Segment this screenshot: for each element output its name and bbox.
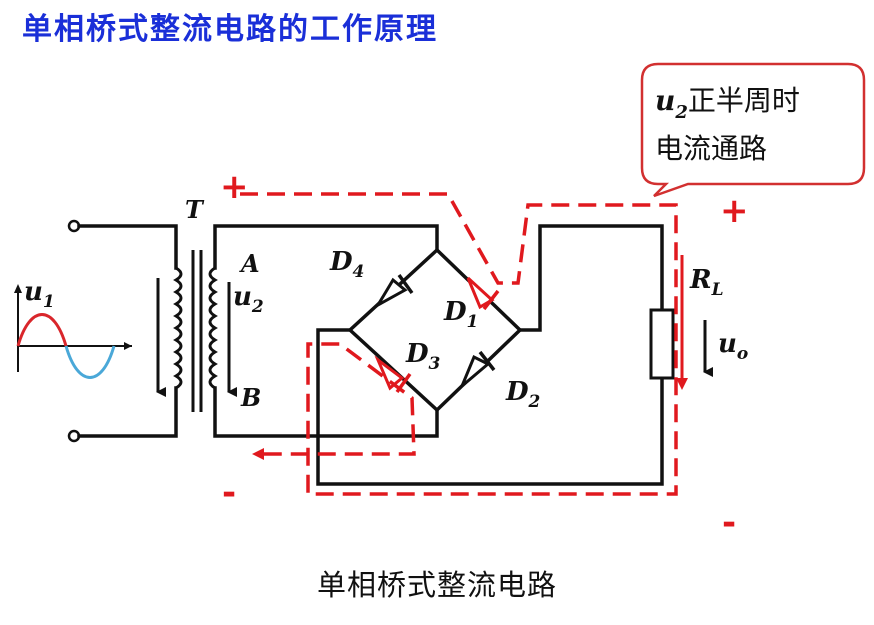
current-path-dashed [240,192,678,496]
secondary-coil [208,266,218,390]
diode-d4 [373,273,414,310]
svg-text:RL: RL [689,265,724,300]
u2-label: u [233,282,252,312]
d3-sub: 3 [429,354,441,374]
diagram-caption: 单相桥式整流电路 [316,568,557,602]
callout-var: u [655,84,675,117]
primary-coil [173,266,183,390]
d3-label: D [405,339,429,369]
secondary-wiring [213,224,439,438]
svg-text:D2: D2 [505,377,541,412]
callout-line2: 电流通路 [655,132,767,165]
svg-text:u1: u1 [24,277,55,312]
callout-var-sub: 2 [674,102,688,123]
polarity-bottom-left: - [222,473,236,513]
u2-sub: 2 [251,297,264,317]
current-path [240,192,688,496]
rl-label: R [689,265,712,295]
d2-sub: 2 [528,392,541,412]
polarity-top-left: + [220,167,249,207]
rl-sub: L [711,280,724,300]
d2-label: D [505,377,529,407]
uo-sub: o [737,344,748,364]
uo-label: u [718,329,737,359]
d1-sub: 1 [467,312,479,332]
wire-a-to-top-node [213,224,439,270]
svg-text:u2: u2 [233,282,264,317]
output-wiring [316,224,713,486]
sine-wave-plot [14,284,132,379]
diode-d2 [460,350,496,388]
transformer [156,250,237,412]
wire-to-load-top [518,224,664,332]
svg-text:D1: D1 [443,297,478,332]
polarity-bottom-right: - [722,503,736,543]
transformer-label: T [185,195,205,224]
u1-label: u [24,277,43,307]
node-a-label: A [239,249,260,278]
diode-d1 [466,276,500,311]
d4-sub: 4 [353,262,365,282]
sine-negative-half [64,345,116,379]
svg-text:D4: D4 [329,247,364,282]
polarity-top-right: + [720,191,749,231]
current-arrow-return [252,448,264,460]
wire-load-return [316,328,664,486]
input-wire-bottom [77,386,178,438]
input-terminals [67,219,178,443]
sine-positive-half [16,313,68,347]
input-wire-top [77,224,178,270]
svg-text:u2正半周时: u2正半周时 [655,84,800,123]
d4-label: D [329,247,353,277]
svg-text:uo: uo [718,329,748,364]
u1-sub: 1 [43,292,55,312]
callout-line1: 正半周时 [688,84,800,117]
wire-b-to-bottom-node [213,386,439,438]
load-resistor [649,308,675,380]
svg-text:D3: D3 [405,339,441,374]
node-b-label: B [240,383,261,412]
callout-bubble: u2正半周时 电流通路 [640,62,866,198]
page-title: 单相桥式整流电路的工作原理 [22,12,438,47]
d1-label: D [443,297,467,327]
